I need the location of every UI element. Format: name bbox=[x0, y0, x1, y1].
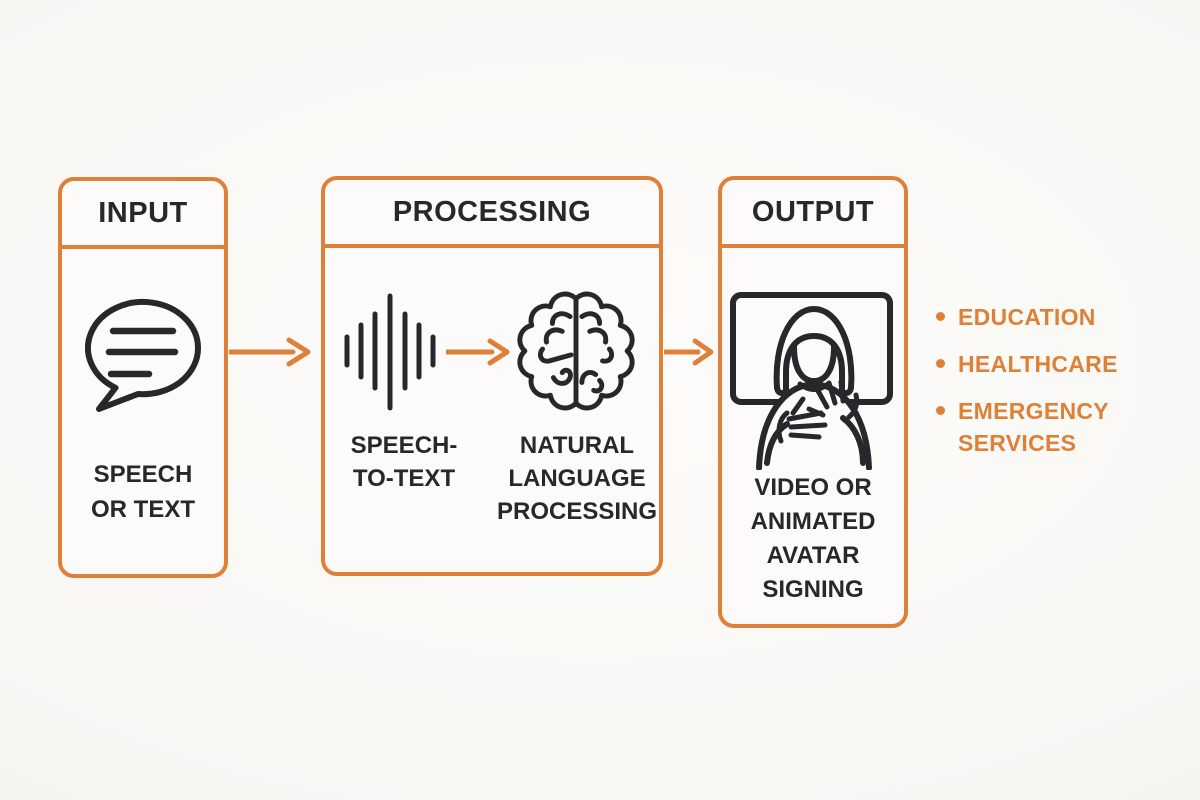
output-item-label: VIDEO OR ANIMATED AVATAR SIGNING bbox=[722, 471, 904, 607]
input-to-processing-arrow-icon bbox=[229, 337, 311, 367]
applications-list: EDUCATION HEALTHCARE EMERGENCY SERVICES bbox=[936, 301, 1188, 474]
application-label: EMERGENCY SERVICES bbox=[958, 398, 1109, 456]
label-line: AVATAR bbox=[766, 542, 860, 569]
label-line: PROCESSING bbox=[496, 498, 658, 525]
bullet-dot-icon bbox=[936, 359, 945, 368]
processing-stage-header: PROCESSING bbox=[325, 180, 659, 248]
sign-language-avatar-icon bbox=[730, 292, 893, 470]
bullet-dot-icon bbox=[936, 406, 945, 415]
application-label: HEALTHCARE bbox=[958, 351, 1118, 377]
application-label: EDUCATION bbox=[958, 304, 1096, 330]
output-stage-title: OUTPUT bbox=[751, 195, 875, 228]
brain-icon bbox=[517, 291, 635, 411]
application-item: EMERGENCY SERVICES bbox=[936, 395, 1188, 459]
processing-stage-title: PROCESSING bbox=[392, 195, 592, 228]
input-stage-title: INPUT bbox=[98, 196, 188, 229]
processing-to-output-arrow-icon bbox=[664, 338, 714, 366]
label-line: VIDEO OR bbox=[754, 474, 872, 501]
label-line: SPEECH bbox=[93, 461, 193, 488]
bullet-dot-icon bbox=[936, 312, 945, 321]
label-line: TO-TEXT bbox=[352, 465, 456, 492]
label-line: ANIMATED bbox=[750, 508, 876, 535]
processing-stage-box: PROCESSING bbox=[321, 176, 663, 576]
label-line: SIGNING bbox=[762, 576, 864, 603]
input-stage-header: INPUT bbox=[62, 181, 224, 249]
application-item: HEALTHCARE bbox=[936, 348, 1188, 380]
input-item-label: SPEECH OR TEXT bbox=[62, 457, 224, 527]
speech-bubble-icon bbox=[85, 298, 202, 412]
output-stage-box: OUTPUT bbox=[718, 176, 908, 628]
label-line: NATURAL bbox=[519, 432, 635, 459]
input-stage-box: INPUT SPEECH OR TEXT bbox=[58, 177, 228, 578]
label-line: LANGUAGE bbox=[508, 465, 646, 492]
label-line: OR TEXT bbox=[90, 496, 195, 523]
application-item: EDUCATION bbox=[936, 301, 1188, 333]
waveform-icon bbox=[344, 293, 436, 411]
speech-to-text-label: SPEECH- TO-TEXT bbox=[329, 429, 479, 495]
natural-language-processing-label: NATURAL LANGUAGE PROCESSING bbox=[493, 429, 661, 528]
label-line: SPEECH- bbox=[350, 432, 458, 459]
output-stage-header: OUTPUT bbox=[722, 180, 904, 248]
stt-to-nlp-arrow-icon bbox=[446, 338, 510, 366]
